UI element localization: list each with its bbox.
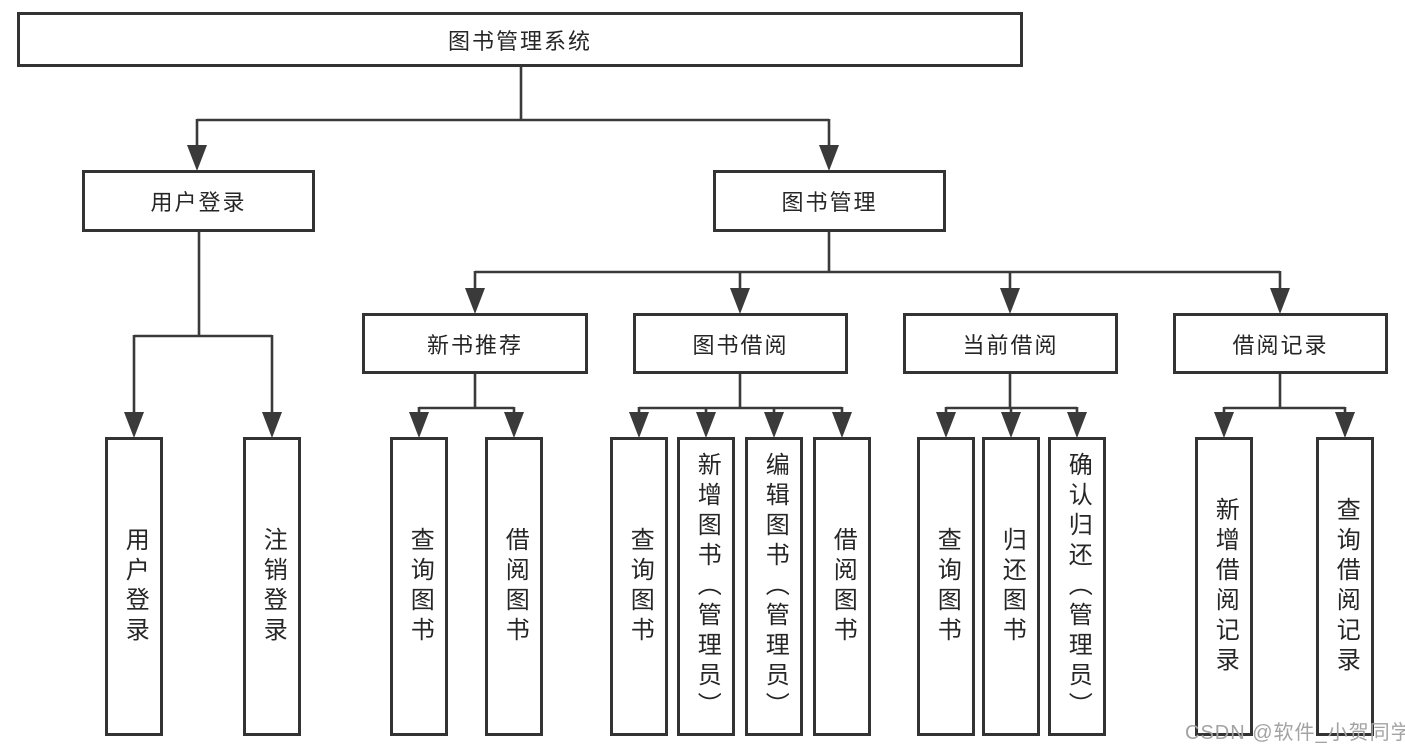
node-user-login: 用户登录: [82, 170, 315, 232]
leaf-logout-label: 注销登录: [259, 526, 287, 647]
leaf-add-book-admin-label: 新增图书（管理员）: [693, 451, 721, 722]
node-root: 图书管理系统: [17, 12, 1023, 67]
node-book-management: 图书管理: [713, 170, 946, 232]
leaf-confirm-return-admin-label: 确认归还（管理员）: [1064, 451, 1092, 722]
node-book-borrow: 图书借阅: [633, 313, 848, 374]
leaf-query-borrow-record: 查询借阅记录: [1316, 437, 1374, 736]
leaf-edit-book-admin: 编辑图书（管理员）: [745, 437, 803, 736]
leaf-return-book: 归还图书: [982, 437, 1040, 736]
csdn-watermark: CSDN @软件_小贺同学: [1185, 722, 1405, 744]
leaf-query-books-3-label: 查询图书: [933, 526, 961, 647]
leaf-confirm-return-admin: 确认归还（管理员）: [1048, 437, 1106, 736]
leaf-query-books-1: 查询图书: [390, 437, 448, 736]
leaf-query-books-2: 查询图书: [610, 437, 668, 736]
node-new-book-recommend: 新书推荐: [362, 313, 588, 374]
leaf-query-books-1-label: 查询图书: [406, 526, 434, 647]
leaf-query-borrow-record-label: 查询借阅记录: [1332, 496, 1360, 677]
leaf-edit-book-admin-label: 编辑图书（管理员）: [761, 451, 789, 722]
leaf-borrow-books-1: 借阅图书: [485, 437, 543, 736]
leaf-logout: 注销登录: [243, 437, 301, 736]
node-borrow-records: 借阅记录: [1173, 313, 1388, 374]
leaf-user-login: 用户登录: [105, 437, 163, 736]
leaf-user-login-label: 用户登录: [121, 526, 149, 647]
arrowheads: [124, 145, 1355, 438]
leaf-query-books-3: 查询图书: [917, 437, 975, 736]
leaf-borrow-books-2-label: 借阅图书: [829, 526, 857, 647]
leaf-borrow-books-1-label: 借阅图书: [501, 526, 529, 647]
leaf-add-borrow-record: 新增借阅记录: [1195, 437, 1253, 736]
leaf-add-book-admin: 新增图书（管理员）: [677, 437, 735, 736]
leaf-add-borrow-record-label: 新增借阅记录: [1211, 496, 1239, 677]
leaf-query-books-2-label: 查询图书: [626, 526, 654, 647]
leaf-return-book-label: 归还图书: [998, 526, 1026, 647]
leaf-borrow-books-2: 借阅图书: [813, 437, 871, 736]
node-current-borrow: 当前借阅: [903, 313, 1118, 374]
